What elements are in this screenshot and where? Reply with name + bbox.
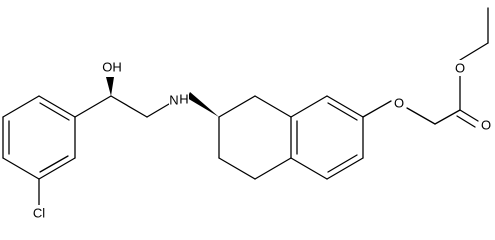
amine-n-label: N (169, 93, 178, 108)
bond (2, 95, 40, 118)
bond (326, 95, 364, 118)
bond (218, 157, 256, 180)
ester-oxygen-label: O (455, 61, 465, 76)
bond (218, 95, 256, 118)
bond (146, 103, 170, 118)
chlorine-label: Cl (33, 206, 45, 221)
atom-label-ether-oxygen: O (392, 95, 406, 111)
bond (326, 157, 364, 180)
hydroxyl-label: OH (102, 60, 122, 75)
atom-label-ester-oxygen: O (453, 60, 467, 76)
tetrahydronaphthalene-saturated-ring (218, 95, 292, 180)
bond (38, 157, 76, 180)
carbonyl-oxygen-label: O (481, 118, 491, 133)
double-bond-inner (39, 155, 69, 173)
atom-label-chlorine: Cl (28, 205, 50, 221)
double-bond-inner (327, 102, 358, 121)
atom-label-amine: N H (169, 91, 189, 108)
atom-label-hydroxyl: OH (101, 59, 123, 75)
bond (74, 95, 112, 118)
stereo-wedge-bond (187, 92, 219, 117)
bond (362, 100, 392, 118)
bond (2, 157, 40, 180)
carbonyl-bond (459, 109, 479, 122)
bond (38, 95, 76, 118)
ether-oxygen-label: O (394, 96, 404, 111)
stereo-wedge-bond (106, 77, 114, 96)
bond (434, 109, 461, 125)
tetrahydronaphthalene-aromatic-ring (290, 95, 364, 180)
atom-label-carbonyl-oxygen: O (479, 117, 493, 133)
carbonyl-bond-second (456, 115, 476, 128)
amine-h-label: H (179, 92, 188, 107)
bond (406, 107, 436, 125)
bond (459, 42, 489, 61)
double-bond-inner (39, 102, 70, 121)
bond (254, 157, 292, 180)
molecule-structure: OH N H O O O Cl (2, 7, 493, 221)
bond (290, 95, 328, 118)
chlorophenyl-ring (2, 95, 76, 180)
bond (290, 157, 328, 180)
bond (110, 95, 148, 118)
bond (254, 95, 292, 118)
double-bond-inner (327, 154, 358, 173)
